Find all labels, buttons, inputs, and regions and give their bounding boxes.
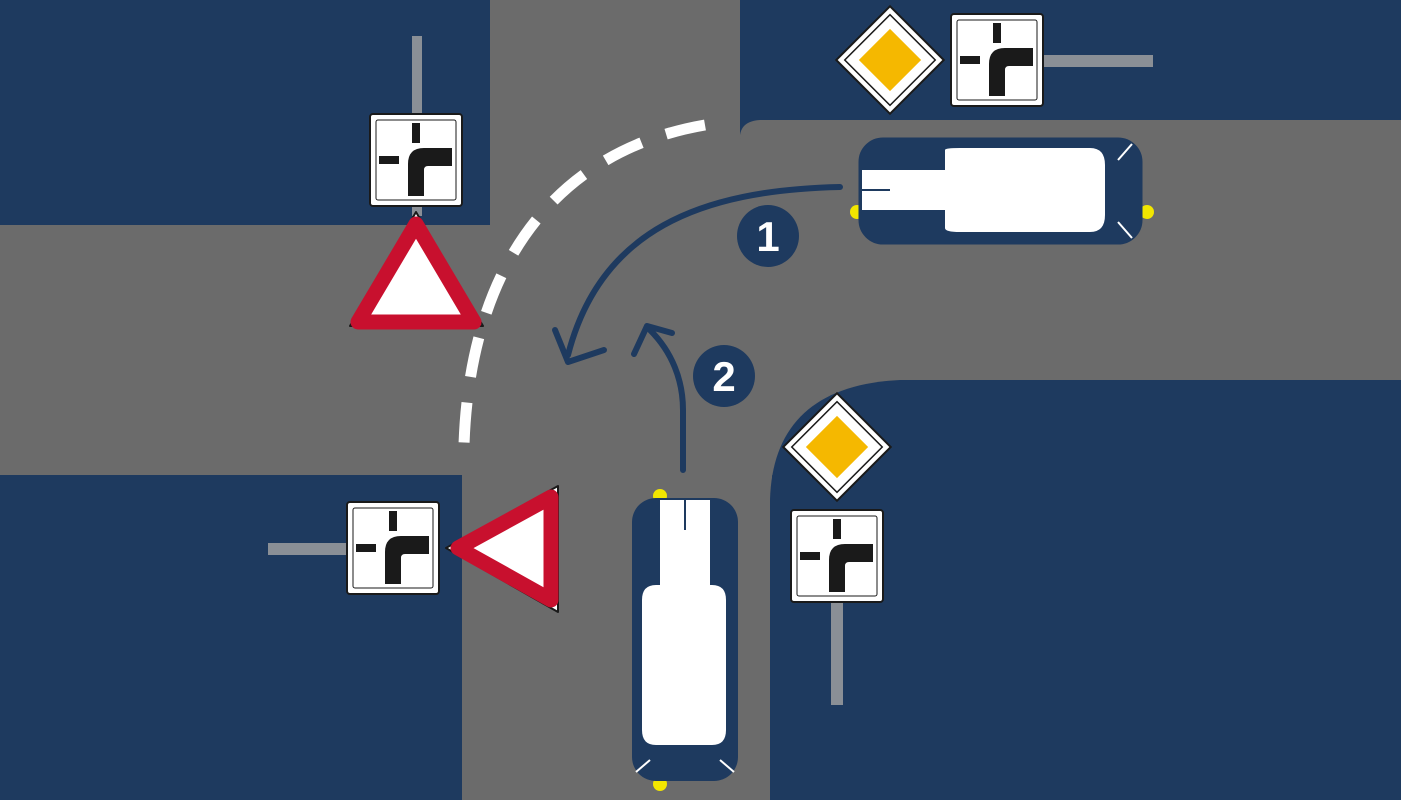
step-marker-1: 1 [737,205,799,267]
sign-group-southwest [346,485,559,613]
road-curve-southeast [740,380,900,800]
step-marker-2-label: 2 [712,353,735,400]
bent-priority-road-plate-icon [369,113,463,207]
bent-priority-road-plate-icon [950,13,1044,107]
indicator-light [1140,205,1154,219]
curved-arrow-icon [631,323,686,473]
pole-northeast [1030,55,1153,67]
dashed-priority-line [458,119,706,446]
road-vertical-top [490,0,740,230]
bent-priority-road-plate-icon [346,501,440,595]
step-marker-2: 2 [693,345,755,407]
block-southeast [770,380,1401,800]
car-1 [850,137,1154,245]
yield-sign-icon [349,211,484,330]
bent-priority-road-plate-icon [790,509,884,603]
sign-group-northwest [349,113,484,330]
pole-southwest [268,543,348,555]
car-windshield [862,148,1105,232]
curved-arrow-icon [552,184,843,365]
yield-sign-icon [445,485,559,613]
block-northeast [740,0,1401,135]
car-windshield [642,500,726,745]
car-2 [632,489,738,791]
pole-southeast [831,600,843,705]
step-marker-1-label: 1 [756,213,779,260]
